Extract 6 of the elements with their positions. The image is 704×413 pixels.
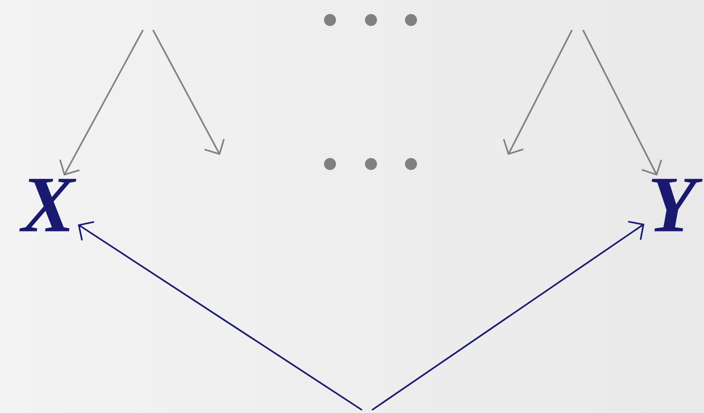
variable-label: X [19,178,76,232]
arrow [582,30,662,176]
arrow [78,221,362,411]
arrow [59,30,144,176]
arrow [372,220,644,411]
variable-label: Y [652,178,703,232]
